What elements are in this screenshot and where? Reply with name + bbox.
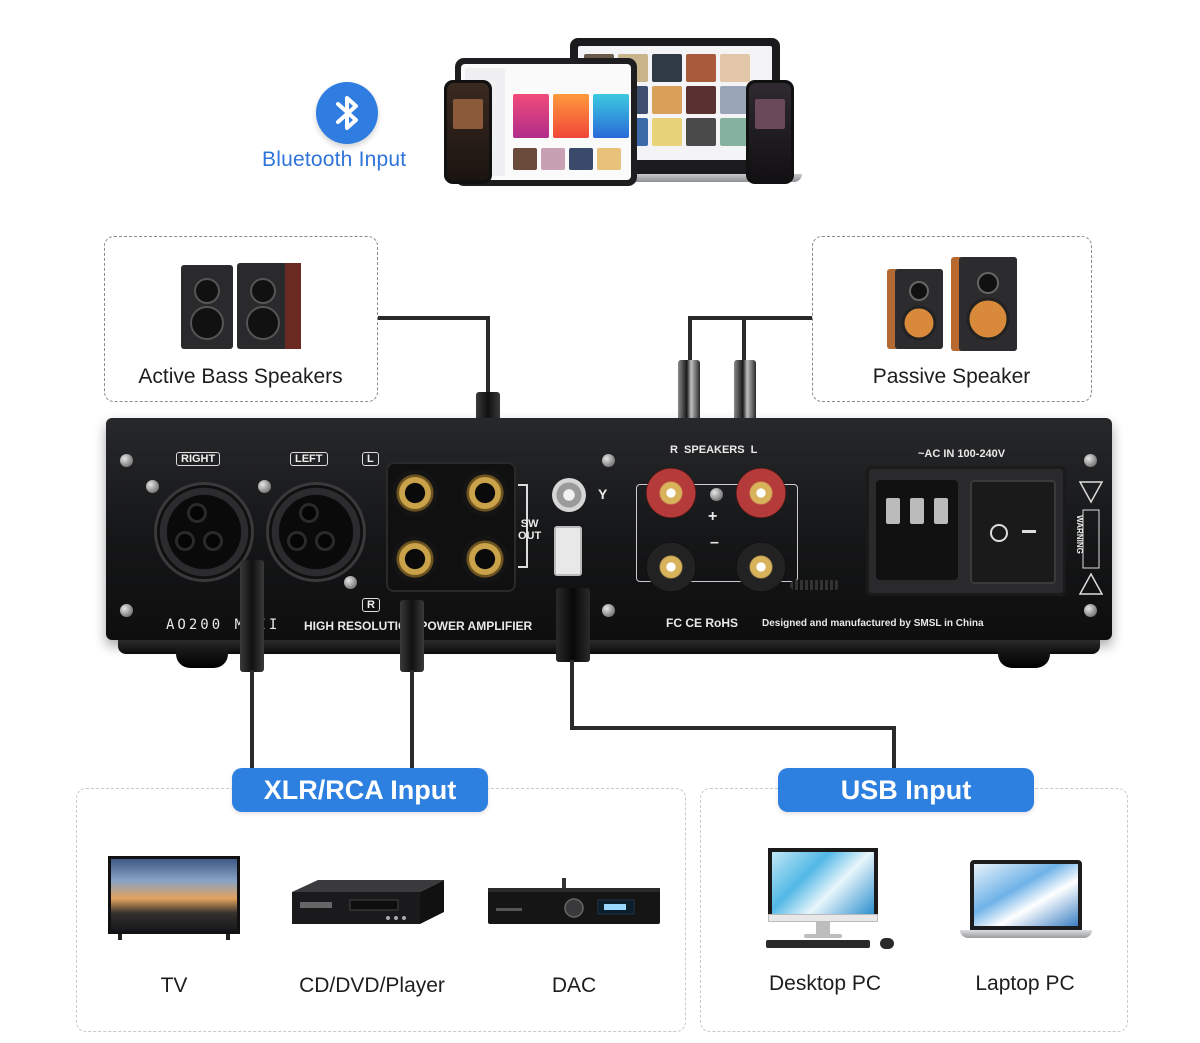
maker-label: Designed and manufactured by SMSL in Chi… <box>762 618 984 629</box>
rca-r-label: R <box>362 598 380 612</box>
active-speakers-icon <box>181 263 301 349</box>
xlr-pin <box>206 534 220 548</box>
speaker-r-minus-post <box>646 542 696 592</box>
cable-passive-right <box>742 316 746 362</box>
screw <box>120 454 133 467</box>
laptop-pc-label: Laptop PC <box>975 972 1075 995</box>
amplifier-base <box>118 640 1100 654</box>
desktop-pc-icon <box>766 848 900 952</box>
dac-label: DAC <box>551 974 597 997</box>
rca-in-r-jack <box>392 536 438 582</box>
xlr-right-label: RIGHT <box>176 452 221 466</box>
screw <box>1084 454 1097 467</box>
cable-usb-down <box>892 726 896 770</box>
xlr-pin <box>178 534 192 548</box>
sw-out-r-jack <box>462 536 508 582</box>
minus-label: – <box>710 534 719 551</box>
active-speakers-box: Active Bass Speakers <box>104 236 378 402</box>
xlr-pin <box>318 534 332 548</box>
dac-icon <box>486 878 662 928</box>
rca-in-l-jack <box>392 470 438 516</box>
screw <box>258 480 271 493</box>
cable-rca <box>410 670 414 774</box>
warning-label: WARNING <box>1074 478 1106 598</box>
screw <box>710 488 723 501</box>
usb-input-pill: USB Input <box>778 768 1034 812</box>
xlr-left-jack <box>266 482 366 582</box>
cable-usb-h <box>570 726 896 730</box>
passive-speaker-box: Passive Speaker <box>812 236 1092 402</box>
xlr-left-label: LEFT <box>290 452 328 466</box>
amplifier-foot <box>998 648 1050 668</box>
cable-active-v <box>486 316 490 396</box>
power-switch <box>970 480 1056 584</box>
cable-usb-v <box>570 660 574 728</box>
cable-xlr <box>250 670 254 774</box>
screw <box>120 604 133 617</box>
vent-slot <box>790 580 840 590</box>
speaker-l-plus-post <box>736 468 786 518</box>
xlr-rca-input-pill: XLR/RCA Input <box>232 768 488 812</box>
tv-label: TV <box>160 974 188 997</box>
bluetooth-input-label: Bluetooth Input <box>262 148 407 171</box>
amplifier-back-panel: RIGHT LEFT L R SW OUT Y R SPEAKERS L + –… <box>106 418 1112 640</box>
dvd-player-icon <box>288 876 446 932</box>
rca-plug-in <box>400 600 424 672</box>
warning-text: WARNING <box>1074 515 1084 554</box>
antenna-connector <box>552 478 586 512</box>
rca-l-label: L <box>362 452 379 466</box>
desktop-pc-label: Desktop PC <box>768 972 882 995</box>
screw <box>602 604 615 617</box>
passive-speaker-icon <box>887 257 1017 351</box>
cd-dvd-player-label: CD/DVD/Player <box>299 974 445 997</box>
xlr-pin <box>190 506 204 520</box>
certification-marks: FC CE RoHS <box>666 616 738 630</box>
phone-device-left <box>444 80 492 184</box>
laptop-base <box>548 174 802 182</box>
sw-out-bracket <box>518 484 528 568</box>
sw-out-label: SW OUT <box>518 518 542 542</box>
screw <box>1084 604 1097 617</box>
ac-inlet <box>876 480 958 580</box>
speakers-label: R SPEAKERS L <box>670 444 758 456</box>
cable-passive-h <box>688 316 812 320</box>
cable-active-h <box>378 316 488 320</box>
xlr-pin <box>290 534 304 548</box>
speaker-terminal-frame <box>636 484 798 582</box>
xlr-plug <box>240 560 264 672</box>
tv-icon <box>108 856 240 940</box>
phone-device-right <box>746 80 794 184</box>
sw-out-l-jack <box>462 470 508 516</box>
passive-speaker-label: Passive Speaker <box>872 365 1031 388</box>
laptop-pc-icon <box>960 860 1092 944</box>
screw <box>146 480 159 493</box>
usb-plug <box>556 588 590 662</box>
screw <box>602 454 615 467</box>
usb-port <box>554 526 582 576</box>
cable-passive-left <box>688 316 692 362</box>
plus-label: + <box>708 508 718 525</box>
xlr-right-jack <box>154 482 254 582</box>
speaker-r-plus-post <box>646 468 696 518</box>
xlr-pin <box>302 506 316 520</box>
speaker-l-minus-post <box>736 542 786 592</box>
ac-in-label: ~AC IN 100-240V <box>918 448 1006 460</box>
antenna-icon: Y <box>598 486 608 502</box>
bluetooth-icon <box>316 82 378 144</box>
active-speakers-label: Active Bass Speakers <box>138 365 343 388</box>
amplifier-foot <box>176 648 228 668</box>
screw <box>344 576 357 589</box>
